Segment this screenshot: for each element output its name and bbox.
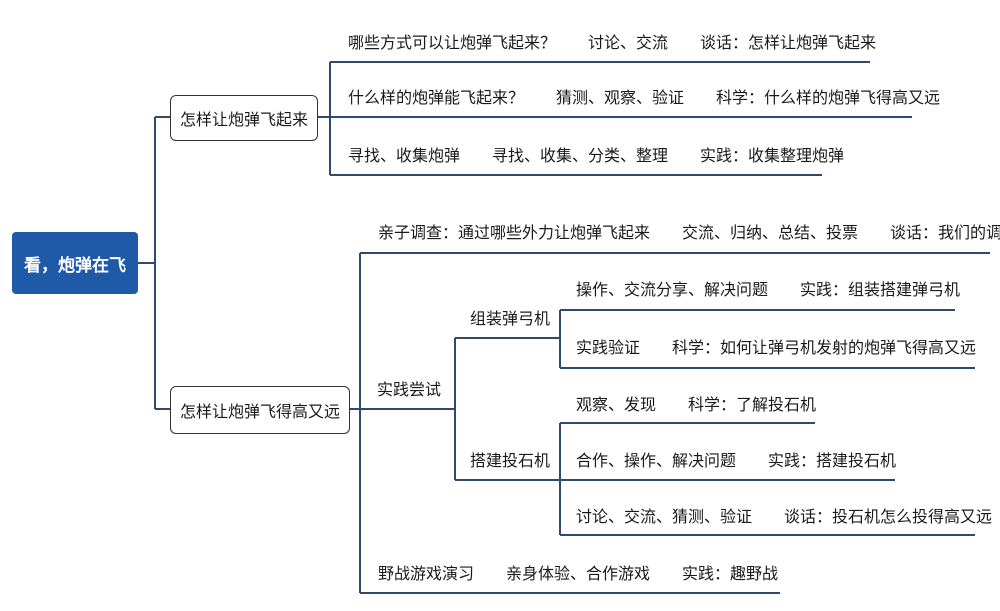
- branch1-row-2: 什么样的炮弹能飞起来？ 猜测、观察、验证 科学：什么样的炮弹飞得高又远: [348, 88, 941, 107]
- catapult-node: 搭建投石机: [470, 451, 551, 470]
- slingshot-row-2: 实践验证 科学：如何让弹弓机发射的炮弹飞得高又远: [576, 338, 977, 357]
- branch1-row-3: 寻找、收集炮弹 寻找、收集、分类、整理 实践：收集整理炮弹: [348, 146, 845, 165]
- catapult-row-3: 讨论、交流、猜测、验证 谈话：投石机怎么投得高又远: [576, 507, 993, 526]
- root-node[interactable]: 看，炮弹在飞: [12, 232, 138, 294]
- branch1-row-1: 哪些方式可以让炮弹飞起来？ 讨论、交流 谈话：怎样让炮弹飞起来: [348, 33, 877, 52]
- branch2-row-survey: 亲子调查：通过哪些外力让炮弹飞起来 交流、归纳、总结、投票 谈话：我们的调查: [378, 223, 1000, 242]
- catapult-row-2: 合作、操作、解决问题 实践：搭建投石机: [576, 451, 897, 470]
- slingshot-node: 组装弹弓机: [470, 309, 551, 328]
- practice-node: 实践尝试: [377, 380, 442, 399]
- branch2-row-fieldgame: 野战游戏演习 亲身体验、合作游戏 实践：趣野战: [378, 564, 779, 583]
- catapult-row-1: 观察、发现 科学：了解投石机: [576, 395, 817, 414]
- branch-node-fly[interactable]: 怎样让炮弹飞起来: [170, 95, 318, 141]
- branch-node-high-far[interactable]: 怎样让炮弹飞得高又远: [170, 386, 350, 434]
- slingshot-row-1: 操作、交流分享、解决问题 实践：组装搭建弹弓机: [576, 280, 961, 299]
